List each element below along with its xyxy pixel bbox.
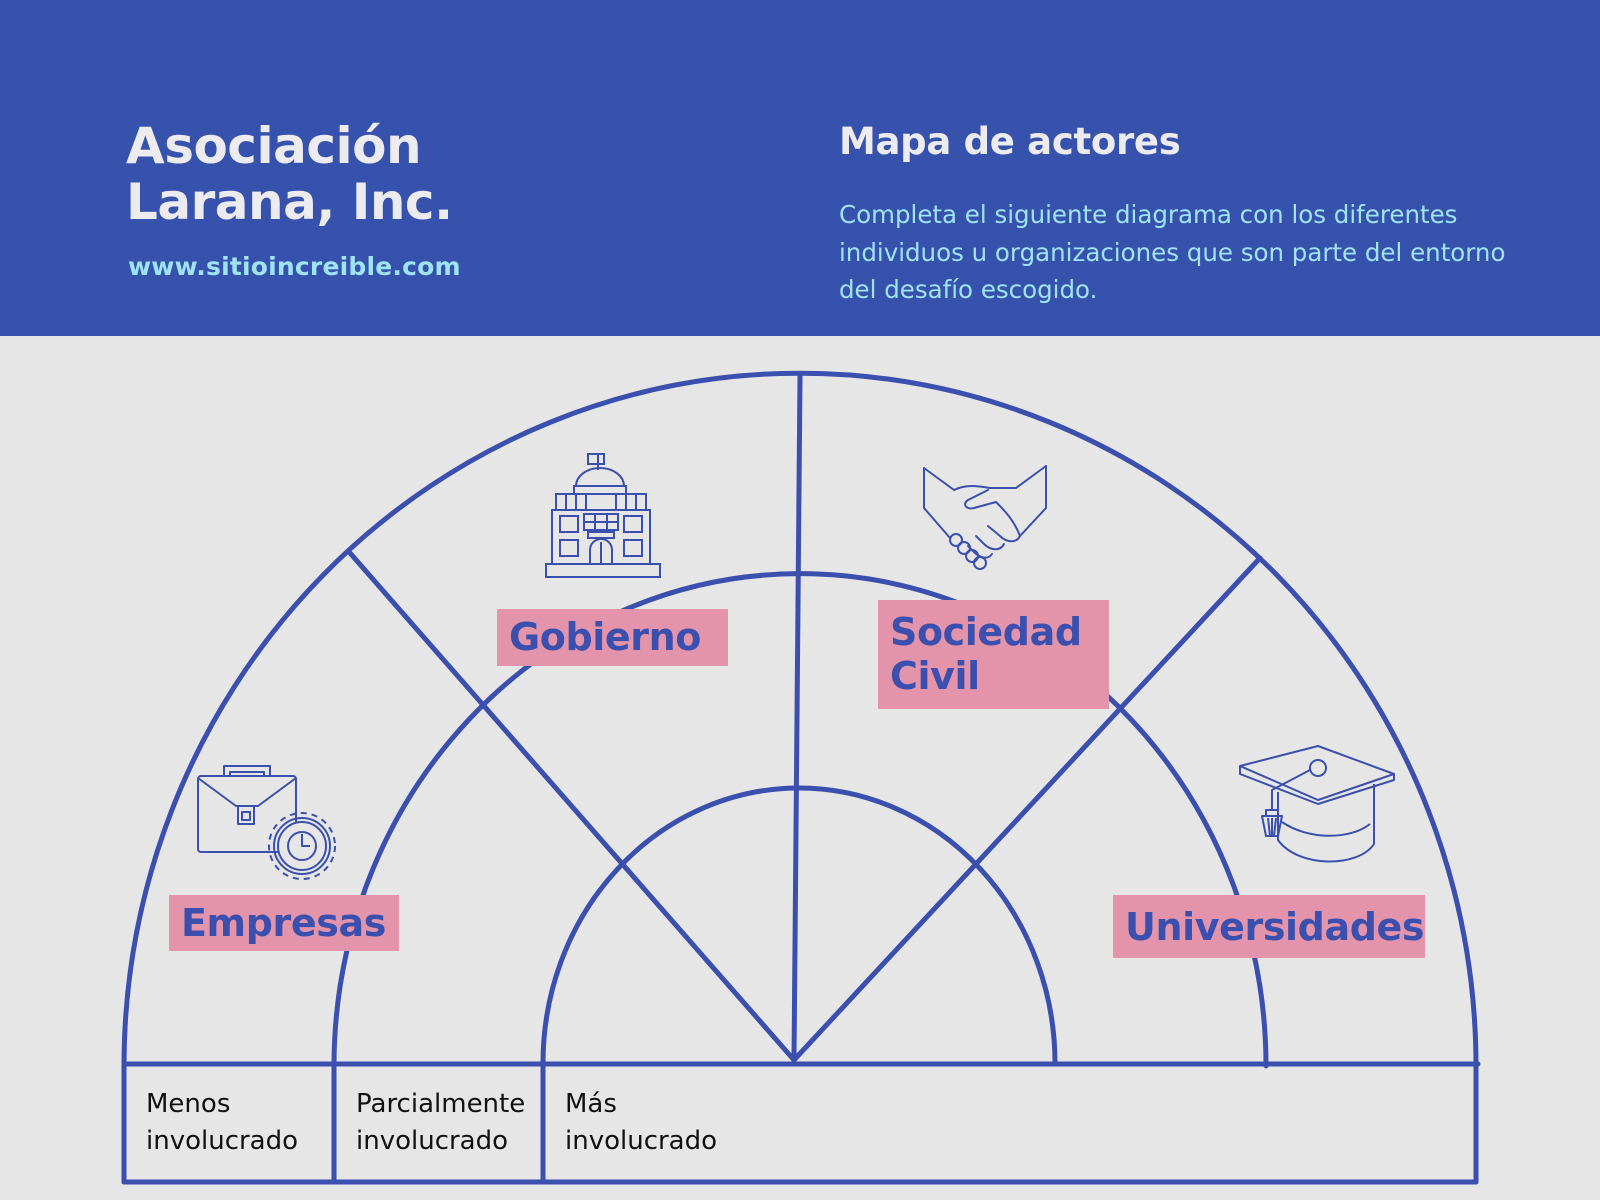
government-building-icon [545,453,661,578]
sector-label-empresas: Empresas [169,895,399,951]
legend-less-involved: Menos involucrado [146,1086,298,1160]
organization-name: Asociación Larana, Inc. [126,118,686,230]
divider-right [791,555,1263,1063]
sector-label-universidades: Universidades [1113,895,1425,958]
header-banner: Asociación Larana, Inc. www.sitioincreib… [0,0,1600,336]
legend-less-line2: involucrado [146,1126,299,1156]
sector-label-empresas-text: Empresas [181,901,386,945]
inner-arc [540,785,1058,1066]
organization-name-line2: Larana, Inc. [126,173,453,231]
sector-label-sociedad-civil: Sociedad Civil [878,600,1109,709]
sector-label-gobierno-text: Gobierno [509,615,701,659]
legend-partially-involved: Parcialmente involucrado [356,1086,525,1160]
sector-label-gobierno: Gobierno [497,609,728,666]
graduation-cap-icon [1239,745,1395,863]
legend-less-line1: Menos [146,1089,231,1119]
legend-more-line2: involucrado [565,1126,718,1156]
legend-partial-line1: Parcialmente [356,1089,526,1119]
divider-left [347,550,797,1063]
briefcase-gear-icon [197,765,336,880]
handshake-icon [923,465,1047,570]
legend-partial-line2: involucrado [356,1126,509,1156]
organization-name-line1: Asociación [126,117,422,175]
outer-arc [121,370,1479,1069]
legend-more-involved: Más involucrado [565,1086,717,1160]
page-description: Completa el siguiente diagrama con los d… [839,200,1506,304]
legend-more-line1: Más [565,1089,617,1119]
sector-label-universidades-text: Universidades [1125,905,1425,949]
divider-center [791,373,803,1063]
page-title: Mapa de actores [839,120,1181,163]
organization-url[interactable]: www.sitioincreible.com [128,252,461,281]
sector-label-sociedad-line1: Sociedad [890,610,1082,654]
sector-label-sociedad-line2: Civil [890,654,980,698]
